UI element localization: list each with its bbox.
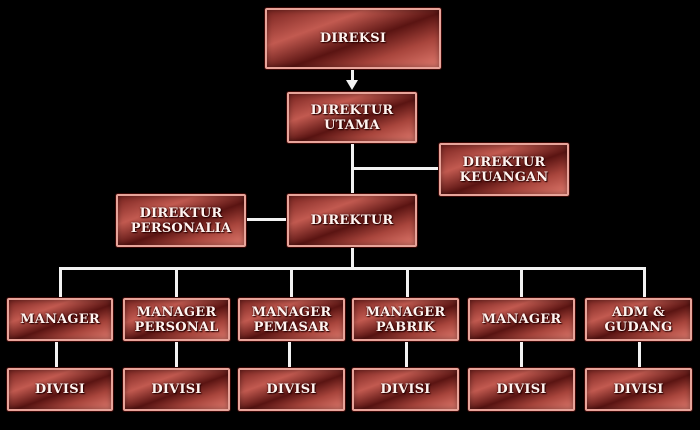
drop-line xyxy=(175,267,178,298)
manager-bus xyxy=(59,267,646,270)
node-manager-pemasar: MANAGER PEMASAR xyxy=(238,298,345,341)
node-direktur-utama: DIREKTUR UTAMA xyxy=(287,92,417,143)
node-label: DIREKTUR UTAMA xyxy=(310,102,394,133)
drop-line xyxy=(59,267,62,298)
manager-division-line xyxy=(55,341,58,368)
node-label: DIVISI xyxy=(34,382,86,397)
node-label: MANAGER PABRIK xyxy=(365,304,446,335)
manager-division-line xyxy=(520,341,523,368)
connector-keuangan xyxy=(351,167,439,170)
node-label: DIVISI xyxy=(380,382,431,397)
node-manager: MANAGER xyxy=(7,298,113,341)
node-label: DIREKTUR xyxy=(310,213,394,228)
node-label: DIVISI xyxy=(151,382,202,397)
drop-line xyxy=(406,267,409,298)
node-divisi: DIVISI xyxy=(123,368,230,411)
node-label: DIVISI xyxy=(496,382,547,397)
node-direksi: DIREKSI xyxy=(265,8,441,69)
node-label: DIREKSI xyxy=(319,31,387,46)
node-divisi: DIVISI xyxy=(585,368,692,411)
arrow-down-icon xyxy=(346,80,358,90)
node-manager-pabrik: MANAGER PABRIK xyxy=(352,298,459,341)
node-label: DIVISI xyxy=(266,382,317,397)
node-divisi: DIVISI xyxy=(238,368,345,411)
node-adm-gudang: ADM & GUDANG xyxy=(585,298,692,341)
node-label: ADM & GUDANG xyxy=(604,304,673,335)
node-label: MANAGER PERSONAL xyxy=(134,304,219,335)
drop-line xyxy=(290,267,293,298)
connector-direktur-bus xyxy=(351,247,354,269)
node-divisi: DIVISI xyxy=(468,368,575,411)
connector-direksi-utama xyxy=(351,69,354,81)
manager-division-line xyxy=(405,341,408,368)
manager-division-line xyxy=(288,341,291,368)
drop-line xyxy=(643,267,646,298)
node-label: DIREKTUR KEUANGAN xyxy=(459,154,549,185)
node-direktur-keuangan: DIREKTUR KEUANGAN xyxy=(439,143,569,196)
node-label: MANAGER xyxy=(481,312,562,327)
node-direktur: DIREKTUR xyxy=(287,194,417,247)
node-label: DIVISI xyxy=(613,382,664,397)
node-manager-personal: MANAGER PERSONAL xyxy=(123,298,230,341)
connector-personalia xyxy=(246,218,287,221)
node-manager: MANAGER xyxy=(468,298,575,341)
node-label: MANAGER xyxy=(20,312,100,327)
manager-division-line xyxy=(175,341,178,368)
node-divisi: DIVISI xyxy=(7,368,113,411)
node-label: DIREKTUR PERSONALIA xyxy=(130,205,232,236)
manager-division-line xyxy=(638,341,641,368)
node-divisi: DIVISI xyxy=(352,368,459,411)
drop-line xyxy=(520,267,523,298)
node-direktur-personalia: DIREKTUR PERSONALIA xyxy=(116,194,246,247)
node-label: MANAGER PEMASAR xyxy=(251,304,332,335)
